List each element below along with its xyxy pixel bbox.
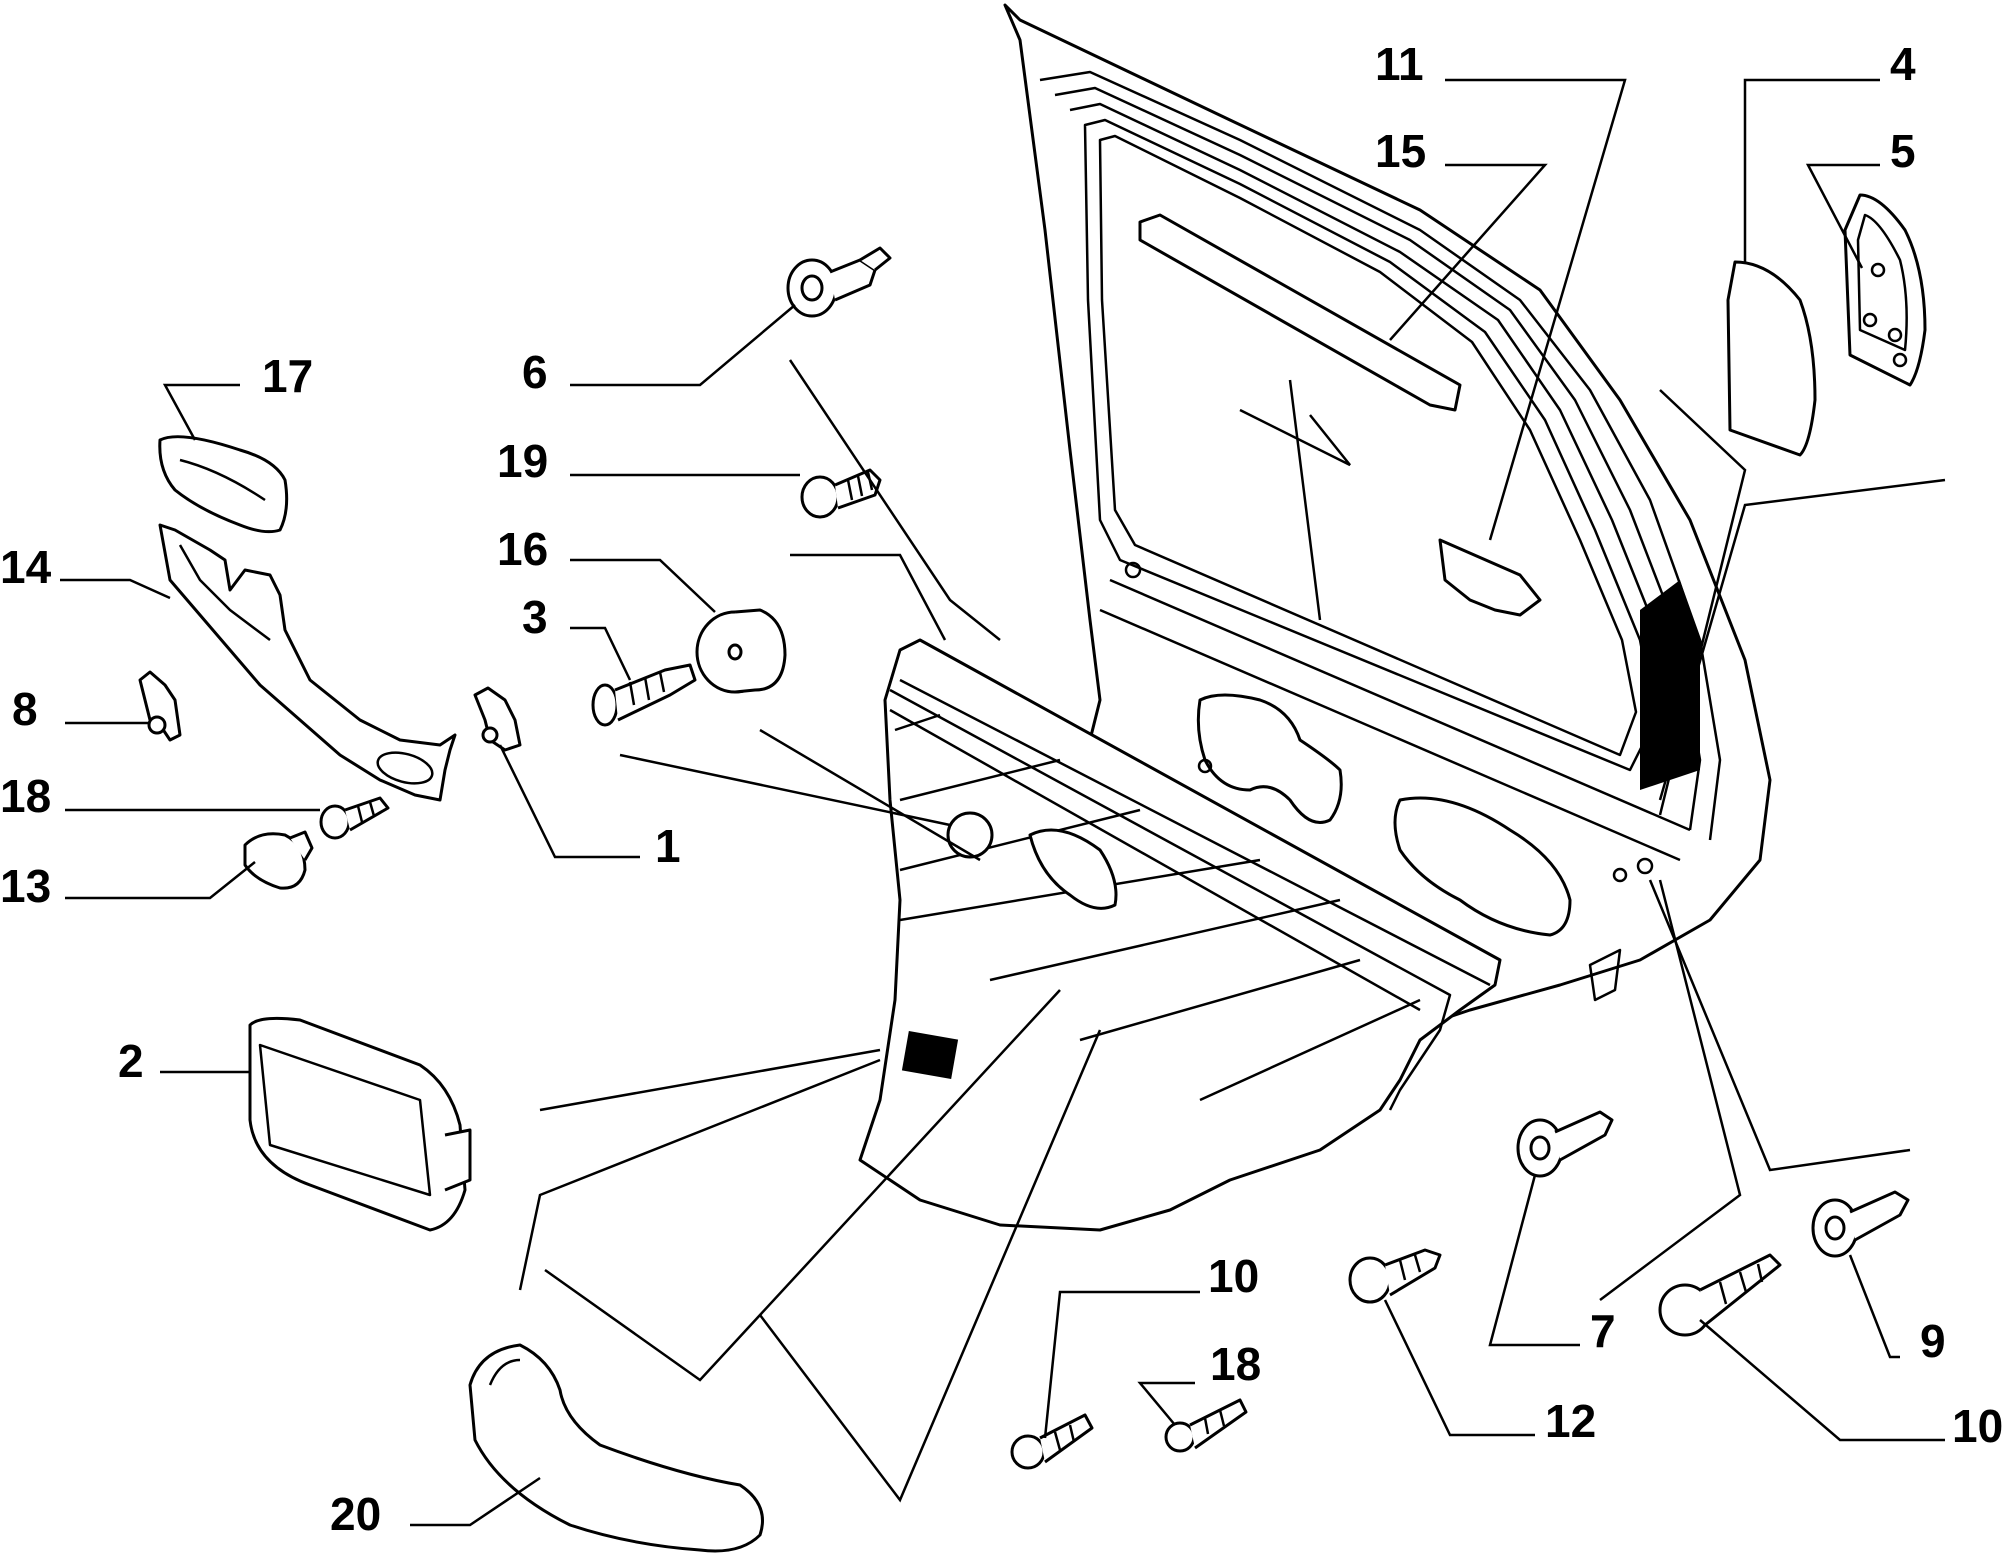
- callout-20: 20: [330, 1488, 381, 1540]
- cap-13-part: [243, 830, 314, 890]
- callout-1: 1: [655, 820, 681, 872]
- screw-10-right-part: [1658, 1253, 1782, 1337]
- callout-4: 4: [1890, 38, 1916, 90]
- seal-strip-15-part: [1138, 213, 1462, 412]
- callout-9: 9: [1920, 1315, 1946, 1367]
- clip-7-part: [1516, 1110, 1614, 1178]
- callout-18-lower: 18: [1210, 1338, 1261, 1390]
- callout-3: 3: [522, 591, 548, 643]
- screw-3-part: [591, 663, 697, 727]
- clip-1-part: [473, 686, 522, 752]
- callout-6: 6: [522, 346, 548, 398]
- callout-11: 11: [1375, 38, 1424, 90]
- handle-cover-17-part: [158, 435, 289, 534]
- corner-trim-5-part: [1843, 193, 1927, 387]
- callout-labels: 11 15 4 5 6 19 16 3 17 14 8 18 13 1 2 20…: [0, 38, 2002, 1540]
- clip-8-part: [138, 670, 182, 742]
- callout-8: 8: [12, 683, 38, 735]
- callout-2: 2: [118, 1035, 144, 1087]
- screw-12-part: [1348, 1248, 1442, 1304]
- armrest-handle-14-part: [158, 523, 457, 802]
- callout-19: 19: [497, 435, 548, 487]
- callout-10-lower: 10: [1208, 1250, 1259, 1302]
- screw-18-upper-part: [319, 796, 390, 840]
- screw-18-lower-part: [1164, 1398, 1248, 1453]
- callout-15: 15: [1375, 125, 1426, 177]
- callout-13: 13: [0, 860, 51, 912]
- trim-clip-6-part: [786, 246, 892, 318]
- callout-12: 12: [1545, 1395, 1596, 1447]
- callout-17: 17: [262, 350, 313, 402]
- clip-9-part: [1811, 1190, 1910, 1258]
- callout-16: 16: [497, 523, 548, 575]
- callout-14: 14: [0, 541, 52, 593]
- courtesy-lamp-2-part: [248, 1016, 472, 1232]
- callout-10-right: 10: [1952, 1400, 2002, 1452]
- callout-5: 5: [1890, 125, 1916, 177]
- callout-7: 7: [1590, 1305, 1616, 1357]
- door-trim-panel: [858, 638, 1502, 1232]
- screw-10-lower-part: [1010, 1413, 1094, 1470]
- seal-4-part: [1726, 260, 1817, 457]
- grab-handle-20-part: [468, 1343, 764, 1553]
- clip-11-part: [1438, 538, 1542, 617]
- leader-lines: [60, 78, 1946, 1527]
- foam-pad-16-part: [695, 608, 787, 694]
- callout-18-upper: 18: [0, 770, 51, 822]
